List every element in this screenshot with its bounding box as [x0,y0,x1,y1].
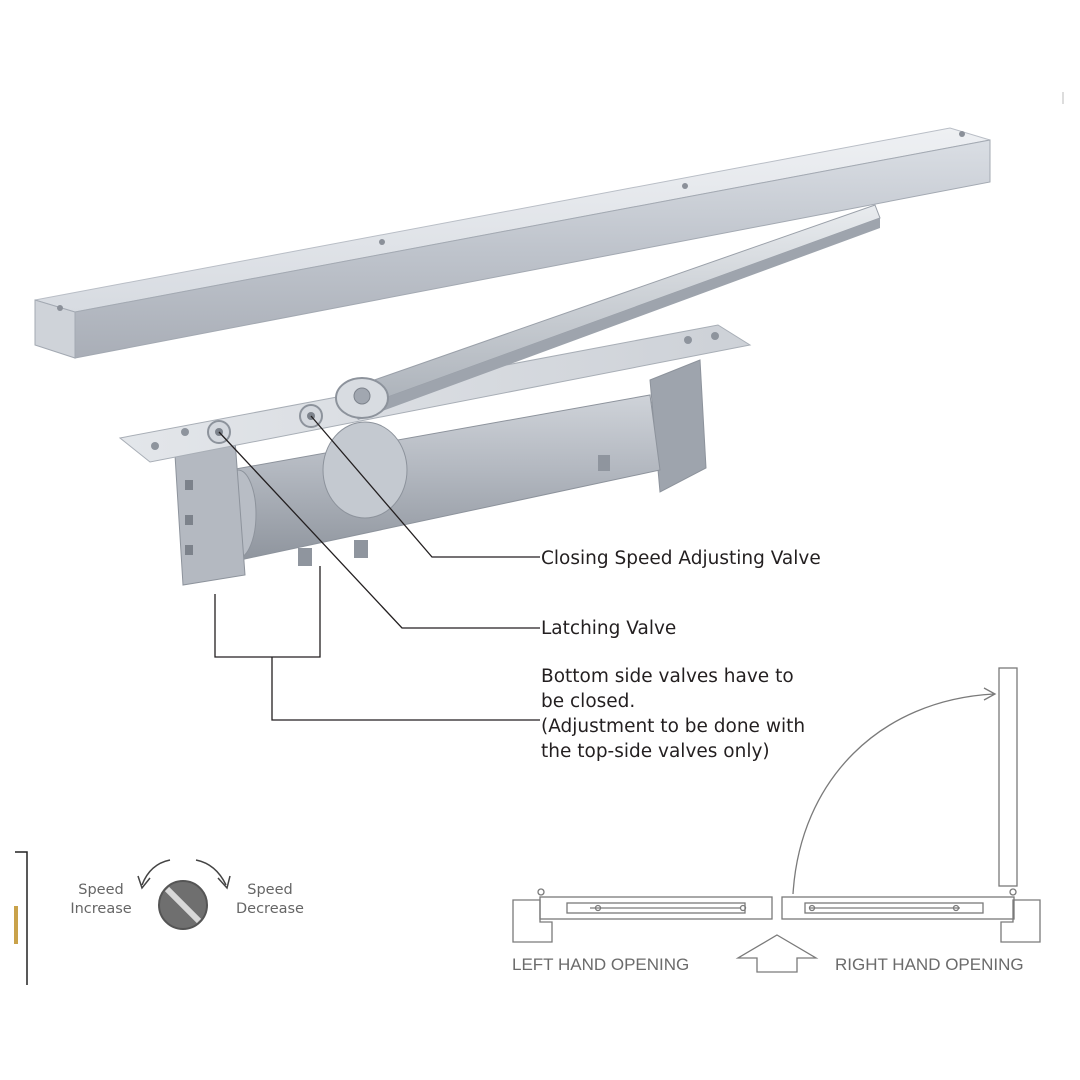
leader-lines [214,415,540,721]
right-door-open [998,667,1018,887]
latching-leader [218,431,540,629]
right-door-leaf [781,896,1015,920]
closing-speed-valve-label: Closing Speed Adjusting Valve [541,548,821,569]
latching-valve-label: Latching Valve [541,618,676,639]
closing-speed-leader [310,415,540,558]
up-arrow-icon [735,934,819,973]
speed-decrease-line-2: Decrease [236,901,304,917]
closer-arm [335,204,881,420]
adjusting-screw-icon [158,880,208,930]
right-frame [1000,899,1041,943]
right-hand-opening-label: RIGHT HAND OPENING [835,955,1024,974]
bottom-note-line-3: (Adjustment to be done with [541,716,805,737]
left-hand-opening-label: LEFT HAND OPENING [512,955,689,974]
door-closer-illustration [34,127,991,586]
bottom-note-line-1: Bottom side valves have to [541,666,794,687]
rotate-left-arrow-icon [137,859,171,890]
slide-rail [34,127,991,359]
bottom-valve-bracket [214,566,321,658]
swing-arc [792,693,995,895]
bottom-note-leader [271,657,540,721]
bottom-note-line-4: the top-side valves only) [541,741,770,762]
left-door-leaf [539,896,773,920]
speed-increase-line-1: Speed [78,882,123,898]
speed-decrease-line-1: Speed [247,882,292,898]
opening-diagram [512,667,1041,973]
page-edge-marks [14,851,28,985]
speed-increase-line-2: Increase [70,901,131,917]
left-frame [512,899,553,943]
rotate-right-arrow-icon [195,859,231,890]
bottom-note-line-2: be closed. [541,691,635,712]
speed-legend: Speed Increase Speed Decrease [70,859,304,930]
closer-body [174,359,707,586]
